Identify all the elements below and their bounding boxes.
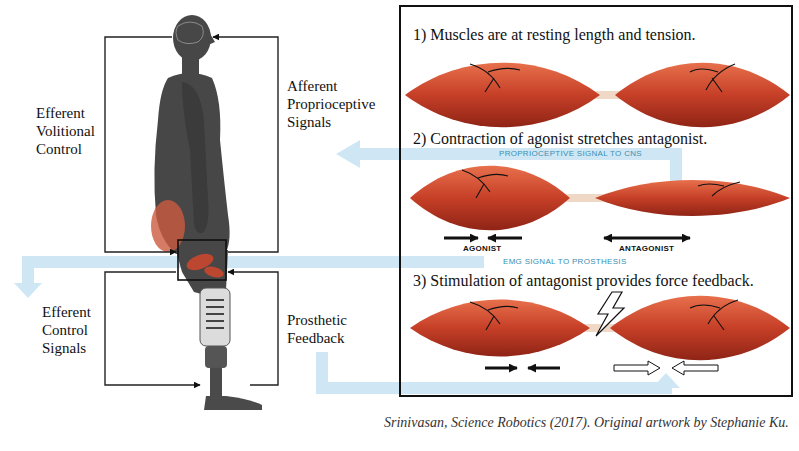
loop-label: Afferent Proprioceptive Signals xyxy=(287,77,383,131)
band-head xyxy=(652,373,680,388)
prosthetic-knee xyxy=(205,346,227,368)
human-figure xyxy=(151,15,262,410)
muscle-role-label: AGONIST xyxy=(463,244,502,254)
stripe xyxy=(206,320,224,322)
nerve xyxy=(470,302,518,330)
signal-label: PROPRIOCEPTIVE SIGNAL TO CNS xyxy=(499,149,642,159)
nerve xyxy=(462,170,508,198)
residual-muscle xyxy=(203,265,225,280)
muscle-pair-3 xyxy=(410,292,790,360)
stimulation-bolt xyxy=(596,292,624,336)
hip-box xyxy=(178,240,226,280)
muscle xyxy=(410,300,590,357)
nerve xyxy=(690,64,735,92)
arrow xyxy=(485,367,517,370)
feedback-arrow xyxy=(614,361,660,375)
muscle-pair-2 xyxy=(410,166,790,231)
loop-label: Efferent Control Signals xyxy=(42,303,104,357)
nerve xyxy=(690,300,738,330)
panel-heading: 2) Contraction of agonist stretches anta… xyxy=(413,129,707,148)
socket-stripes xyxy=(206,300,224,328)
loop-brackets xyxy=(105,37,278,385)
bracket-efferent-volitional xyxy=(105,37,176,252)
nose xyxy=(208,32,215,45)
muscle xyxy=(595,180,790,216)
stripe xyxy=(206,327,224,329)
arrow xyxy=(488,237,522,240)
prosthetic-foot xyxy=(204,396,262,410)
panel-heading: 3) Stimulation of antagonist provides fo… xyxy=(413,271,754,290)
arrow xyxy=(528,367,560,370)
feedback-arrow xyxy=(672,361,718,375)
muscle xyxy=(610,296,790,361)
bracket-efferent-control xyxy=(105,272,200,385)
nerve xyxy=(470,64,520,92)
nerve xyxy=(698,182,740,196)
stripe xyxy=(206,306,224,308)
bracket-afferent xyxy=(213,37,278,252)
muscle xyxy=(615,63,790,128)
arrow xyxy=(444,237,478,240)
muscle xyxy=(405,63,600,128)
gluteal-muscle xyxy=(151,200,185,252)
caption: Srinivasan, Science Robotics (2017). Ori… xyxy=(384,414,789,431)
force-arrows-3 xyxy=(485,361,718,375)
stripe xyxy=(206,299,224,301)
muscle-pair-1 xyxy=(405,63,790,128)
prosthetic-socket xyxy=(200,288,230,346)
signal-bands xyxy=(14,140,680,388)
prosthetic-shank xyxy=(210,368,222,396)
panel-heading: 1) Muscles are at resting length and ten… xyxy=(413,25,696,44)
panel-box: 1) Muscles are at resting length and ten… xyxy=(399,5,793,397)
stripe xyxy=(206,313,224,315)
loop-label: Prosthetic Feedback xyxy=(287,311,367,347)
muscle-role-label: ANTAGONIST xyxy=(619,244,674,254)
head xyxy=(173,15,211,61)
bracket-feedback xyxy=(228,272,278,385)
loop-label: Efferent Volitional Control xyxy=(36,104,102,158)
brain xyxy=(176,22,203,44)
band-head xyxy=(336,140,360,168)
arrow xyxy=(604,237,690,240)
muscle xyxy=(410,166,570,231)
signal-label: EMG SIGNAL TO PROSTHESIS xyxy=(503,257,627,267)
feedback-band xyxy=(322,352,666,388)
force-arrows-2 xyxy=(444,237,690,240)
arm xyxy=(182,82,209,233)
band-head xyxy=(14,283,42,298)
